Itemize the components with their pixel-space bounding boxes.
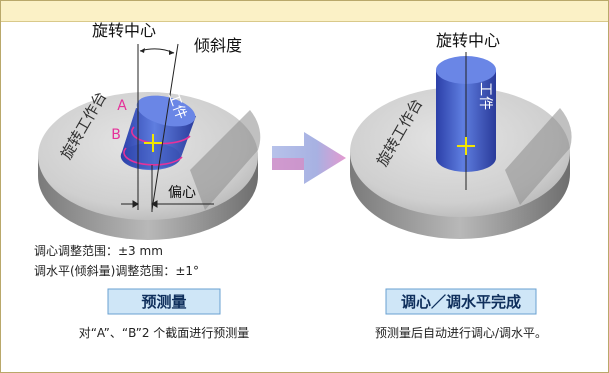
completion-title: 调心／调水平完成 (401, 293, 521, 311)
tilt-angle-arc (139, 48, 175, 54)
tilt-label: 倾斜度 (194, 36, 242, 55)
right-workpiece-label: 工件 (477, 82, 493, 110)
left-workpiece (120, 95, 196, 171)
left-table-shadow (190, 110, 261, 210)
left-tilt-axis (151, 43, 179, 211)
pre-measure-title: 预测量 (141, 293, 186, 311)
right-machine (350, 52, 572, 239)
left-machine (38, 43, 261, 240)
right-table-shadow (505, 108, 572, 205)
pre-measure-description: 对“A”、“B”2 个截面进行预测量 (79, 326, 250, 340)
completion-box (385, 288, 537, 315)
right-rotation-center-label: 旋转中心 (436, 31, 500, 50)
header-band (1, 1, 608, 22)
pre-measure-box (107, 288, 221, 315)
eccentric-dimension (121, 165, 214, 212)
right-crosshair (457, 137, 475, 155)
point-b-label: B (111, 127, 121, 143)
left-rotation-center-label: 旋转中心 (92, 21, 156, 40)
spec-centering-range: 调心调整范围：±3 mm (34, 243, 163, 258)
completion-description: 预测量后自动进行调心/调水平。 (375, 326, 547, 340)
point-a-label: A (117, 98, 127, 114)
left-crosshair (144, 134, 162, 152)
process-arrow (272, 132, 346, 184)
eccentric-label: 偏心 (168, 185, 196, 201)
section-b-line (123, 147, 183, 166)
spec-leveling-range: 调水平(倾斜量)调整范围：±1° (34, 263, 199, 278)
